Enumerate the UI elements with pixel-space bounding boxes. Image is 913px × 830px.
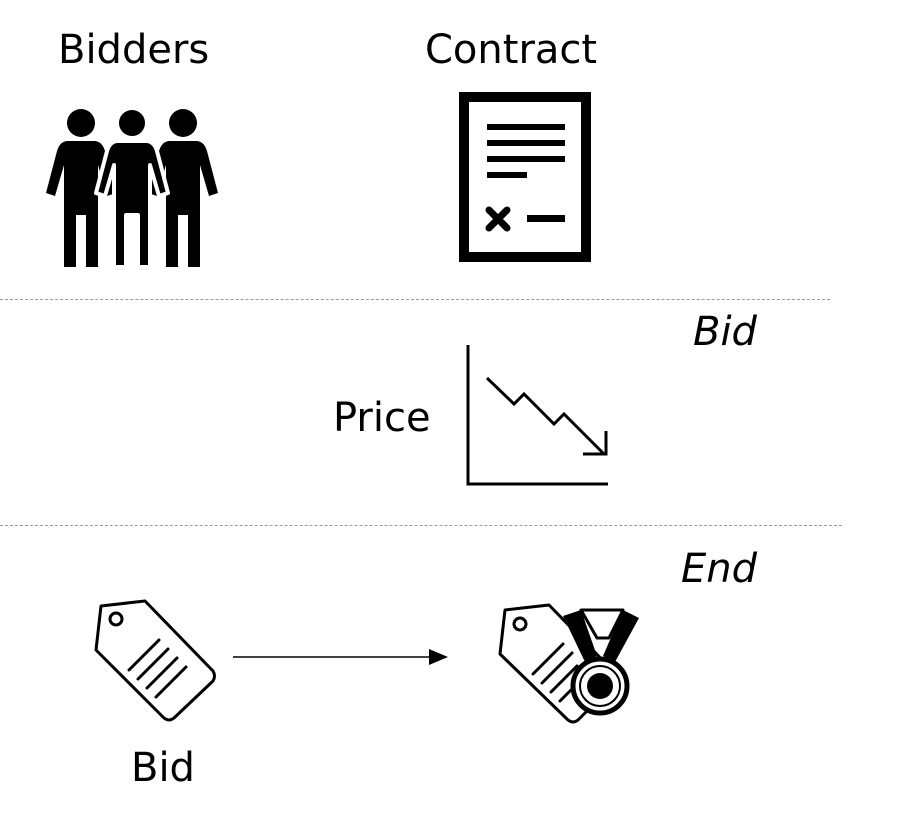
bidders-label: Bidders [58, 27, 210, 73]
price-tag-medal-icon [498, 603, 639, 724]
end-stage-label: End [681, 546, 758, 592]
price-decrease-chart-icon [466, 345, 608, 486]
contract-document-icon [459, 92, 591, 262]
contract-label: Contract [425, 27, 598, 73]
price-tag-icon [94, 599, 216, 722]
bid-stage-label: Bid [693, 309, 757, 355]
section-divider-top [0, 299, 830, 300]
price-label: Price [333, 395, 431, 441]
section-divider-bottom [0, 525, 842, 526]
people-group-icon [46, 106, 218, 269]
bid-label: Bid [131, 745, 195, 791]
arrow-right-icon [233, 649, 448, 665]
